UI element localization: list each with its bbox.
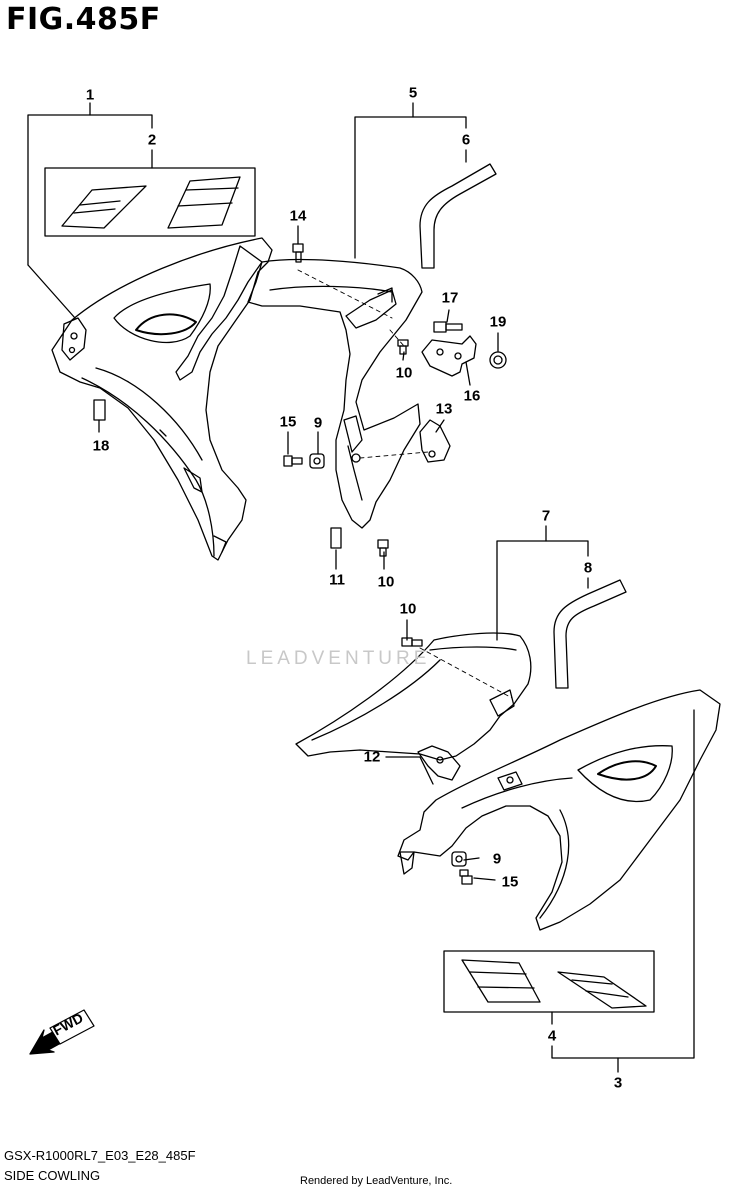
callout-12: 12 — [363, 748, 381, 766]
callout-13: 13 — [435, 400, 453, 418]
callout-10-mid: 10 — [377, 573, 395, 591]
bracket-16 — [422, 336, 476, 376]
figure-title: FIG.485F — [6, 2, 161, 37]
callout-15-upper: 15 — [279, 413, 297, 431]
screw-10-upper — [398, 340, 408, 354]
decal-set-upper — [45, 168, 255, 236]
callout-3: 3 — [613, 1074, 623, 1092]
callout-14: 14 — [289, 207, 307, 225]
callout-17: 17 — [441, 289, 459, 307]
screw-15-upper — [284, 456, 302, 466]
callout-15-lower: 15 — [501, 873, 519, 891]
decal-11 — [331, 528, 341, 548]
nut-19 — [490, 352, 506, 368]
callout-10-lower: 10 — [399, 600, 417, 618]
side-cowling-left — [52, 238, 272, 560]
callout-8: 8 — [583, 559, 593, 577]
screw-10-mid — [378, 540, 388, 556]
callout-7: 7 — [541, 507, 551, 525]
callout-9-lower: 9 — [492, 850, 502, 868]
screw-15-lower — [460, 870, 472, 884]
callout-11: 11 — [329, 571, 345, 589]
bracket-12 — [418, 746, 460, 780]
inner-panel-left — [248, 260, 428, 528]
callout-6: 6 — [461, 131, 471, 149]
grommet-9-upper — [310, 454, 324, 468]
grommet-9-lower — [452, 852, 466, 866]
decal-set-lower — [444, 951, 654, 1012]
seal-strip-6 — [420, 164, 496, 268]
callout-5: 5 — [408, 84, 418, 102]
rendered-by: Rendered by LeadVenture, Inc. — [300, 1175, 453, 1187]
callout-18: 18 — [92, 437, 110, 455]
screw-10-lower — [402, 638, 422, 646]
bolt-17 — [434, 322, 462, 332]
figure-caption: SIDE COWLING — [4, 1168, 101, 1183]
bracket-13 — [420, 420, 450, 462]
callout-16: 16 — [463, 387, 481, 405]
seal-strip-8 — [554, 580, 626, 688]
callout-10-upper: 10 — [395, 364, 413, 382]
watermark: LEADVENTURE — [246, 648, 431, 669]
screw-14 — [293, 244, 303, 262]
model-code: GSX-R1000RL7_E03_E28_485F — [4, 1148, 196, 1163]
callout-2: 2 — [147, 131, 157, 149]
leader-lines — [28, 103, 694, 1072]
callout-4: 4 — [547, 1027, 557, 1045]
callout-19: 19 — [489, 313, 507, 331]
callout-1: 1 — [85, 86, 95, 104]
callout-9-upper: 9 — [313, 414, 323, 432]
decal-18 — [94, 400, 105, 420]
inner-panel-right — [296, 633, 531, 760]
side-cowling-right — [398, 690, 720, 930]
